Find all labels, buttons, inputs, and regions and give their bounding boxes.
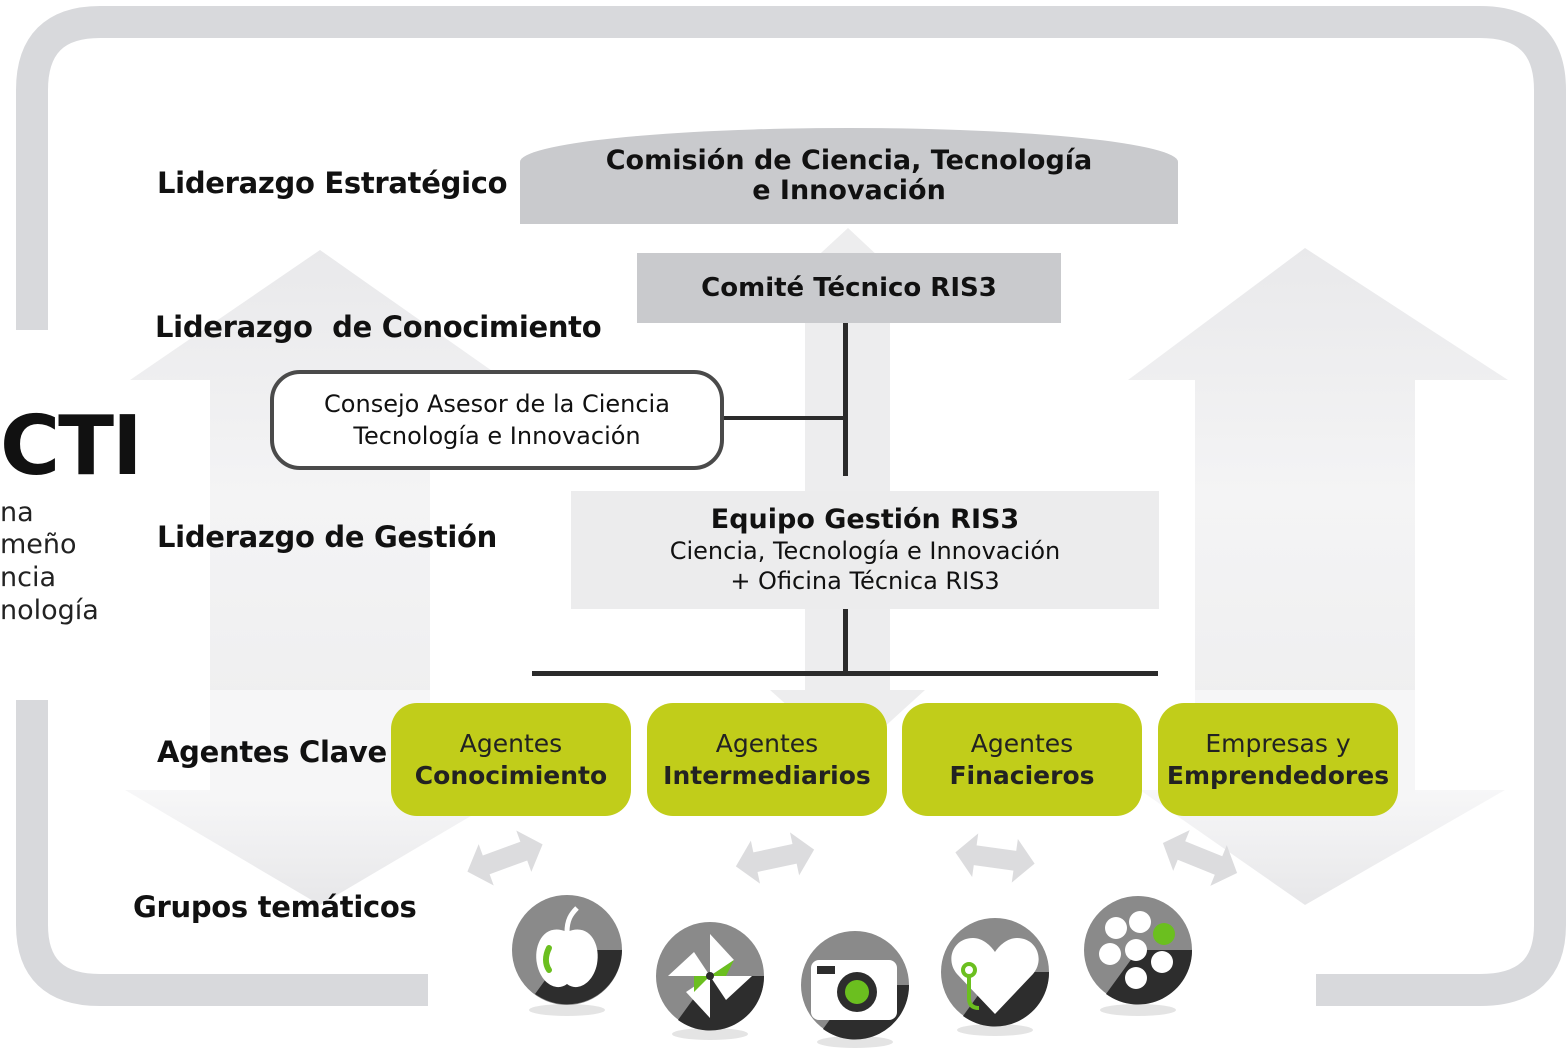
management-team-box: Equipo Gestión RIS3 Ciencia, Tecnología … [571, 491, 1159, 609]
agent-knowledge-line-1: Agentes [459, 728, 563, 758]
side-title-line-1: na [0, 497, 34, 528]
agent-companies-line-2: Emprendedores [1166, 760, 1390, 790]
side-title-line-2: meño [0, 529, 77, 560]
commission-box: Comisión de Ciencia, Tecnología e Innova… [520, 128, 1178, 224]
apple-icon [512, 895, 622, 1016]
agent-box-intermediaries: Agentes Intermediarios [647, 703, 887, 816]
team-line-3: + Oficina Técnica RIS3 [730, 567, 1000, 595]
molecule-icon [1084, 896, 1193, 1016]
council-line-2: Tecnología e Innovación [353, 422, 641, 450]
connector-council [716, 416, 845, 420]
small-double-arrows [467, 830, 1238, 886]
agent-knowledge-line-2: Conocimiento [414, 760, 608, 790]
camera-icon [801, 931, 910, 1048]
agent-intermediaries-line-2: Intermediarios [663, 760, 871, 790]
heart-health-icon [941, 918, 1050, 1036]
agent-box-knowledge: Agentes Conocimiento [391, 703, 631, 816]
commission-line-1: Comisión de Ciencia, Tecnología [605, 145, 1093, 176]
connector-team-agents [843, 609, 848, 673]
level-label-management: Liderazgo de Gestión [157, 520, 498, 554]
level-label-strategic: Liderazgo Estratégico [157, 166, 508, 200]
side-title-cti: CTI [0, 399, 143, 494]
side-title-line-4: nología [0, 595, 99, 626]
side-title-line-3: ncia [0, 562, 57, 593]
agent-financial-line-1: Agentes [970, 728, 1074, 758]
council-box: Consejo Asesor de la Ciencia Tecnología … [270, 370, 724, 470]
team-title: Equipo Gestión RIS3 [710, 504, 1020, 535]
level-label-key-agents: Agentes Clave [157, 735, 387, 769]
council-line-1: Consejo Asesor de la Ciencia [324, 390, 670, 418]
committee-box: Comité Técnico RIS3 [637, 253, 1061, 323]
agent-companies-line-1: Empresas y [1205, 728, 1351, 758]
background-up-arrow-left [125, 250, 515, 905]
agent-box-financial: Agentes Finacieros [902, 703, 1142, 816]
agent-intermediaries-line-1: Agentes [715, 728, 819, 758]
team-line-2: Ciencia, Tecnología e Innovación [669, 537, 1061, 565]
level-label-knowledge: Liderazgo de Conocimiento [155, 310, 602, 344]
agent-box-companies: Empresas y Emprendedores [1158, 703, 1398, 816]
commission-line-2: e Innovación [752, 175, 946, 206]
level-label-thematic-groups: Grupos temáticos [133, 890, 417, 924]
connector-agents-bar [532, 671, 1158, 676]
committee-label: Comité Técnico RIS3 [701, 273, 997, 303]
pinwheel-icon [656, 922, 765, 1040]
connector-committee-team [843, 323, 848, 476]
agent-financial-line-2: Finacieros [949, 760, 1095, 790]
